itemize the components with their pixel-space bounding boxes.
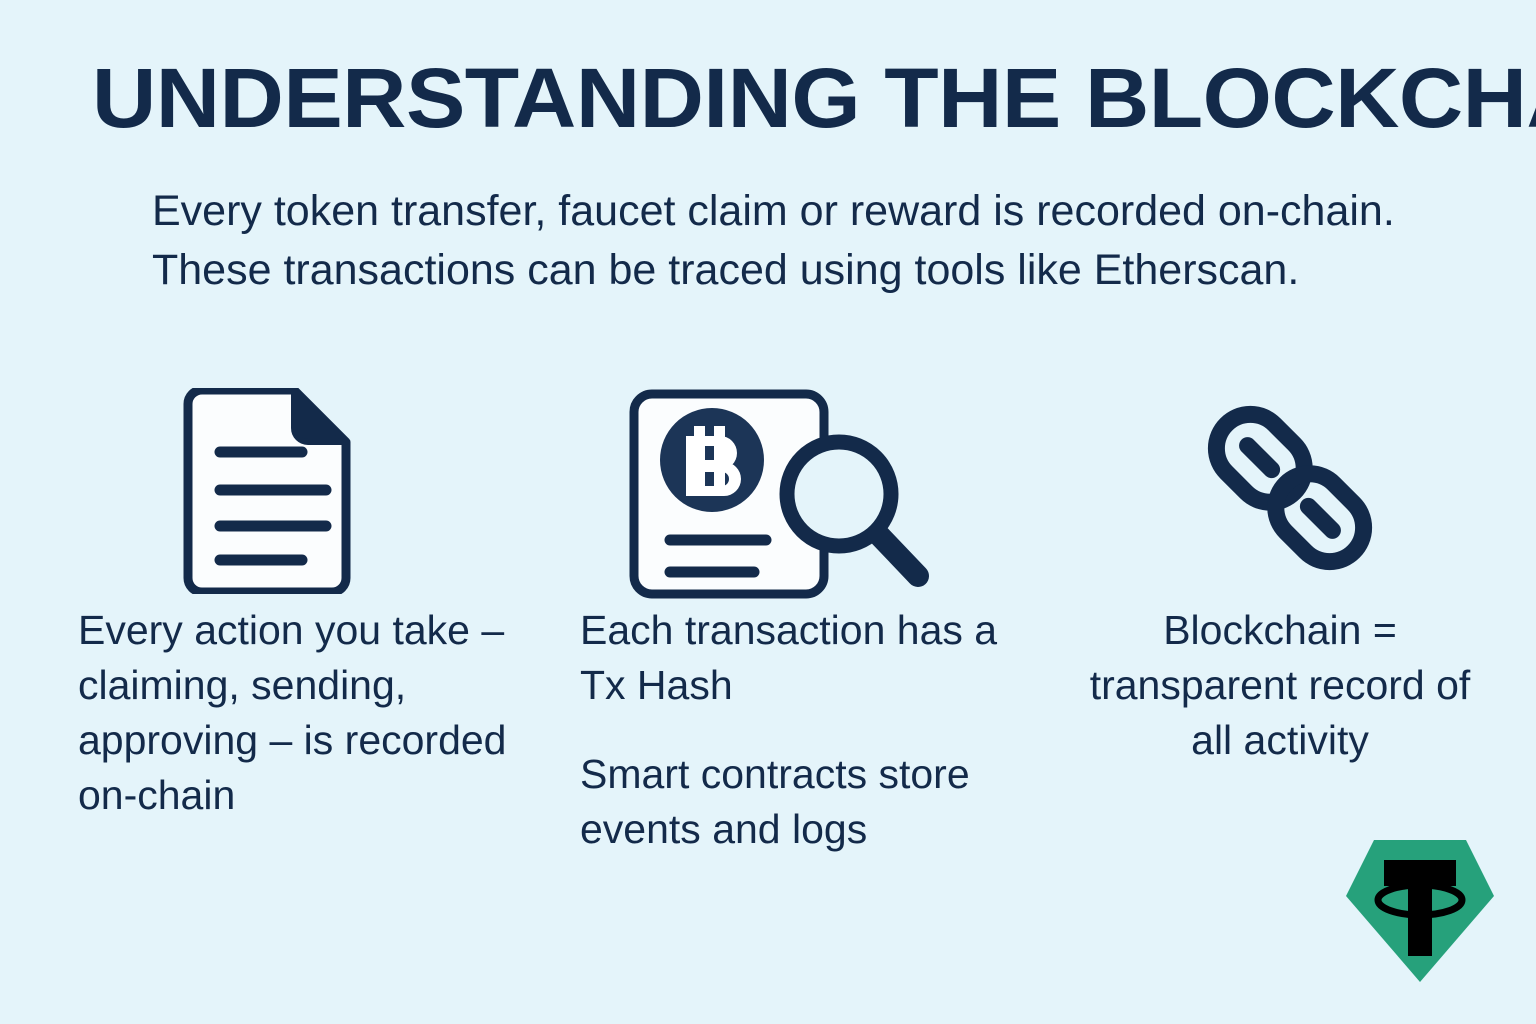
column-2-icon-slot (580, 388, 1050, 603)
column-1-icon-slot (78, 388, 538, 603)
page-title: UNDERSTANDING THE BLOCKCHAIN (92, 51, 1536, 145)
magnifier-icon (779, 434, 929, 587)
column-1-paragraph-1: Every action you take – claiming, sendin… (78, 607, 507, 818)
column-document: Every action you take – claiming, sendin… (78, 388, 538, 823)
column-3-paragraph-1: Blockchain = transparent record of all a… (1089, 607, 1471, 763)
document-lines-icon (183, 388, 351, 594)
tether-logo-icon (1346, 840, 1494, 982)
page-subtitle: Every token transfer, faucet claim or re… (152, 187, 1395, 295)
bitcoin-document-magnifier-icon (629, 389, 929, 599)
chain-link-icon (1207, 405, 1373, 571)
tether-logo (1344, 838, 1496, 984)
bitcoin-symbol-icon (686, 426, 741, 496)
column-3-icon-slot (1080, 388, 1480, 603)
column-blockchain: Blockchain = transparent record of all a… (1080, 388, 1480, 768)
column-2-paragraph-1: Each transaction has a Tx Hash (580, 607, 998, 708)
column-transaction: Each transaction has a Tx Hash Smart con… (580, 388, 1050, 857)
column-2-paragraph-2: Smart contracts store events and logs (580, 750, 970, 852)
